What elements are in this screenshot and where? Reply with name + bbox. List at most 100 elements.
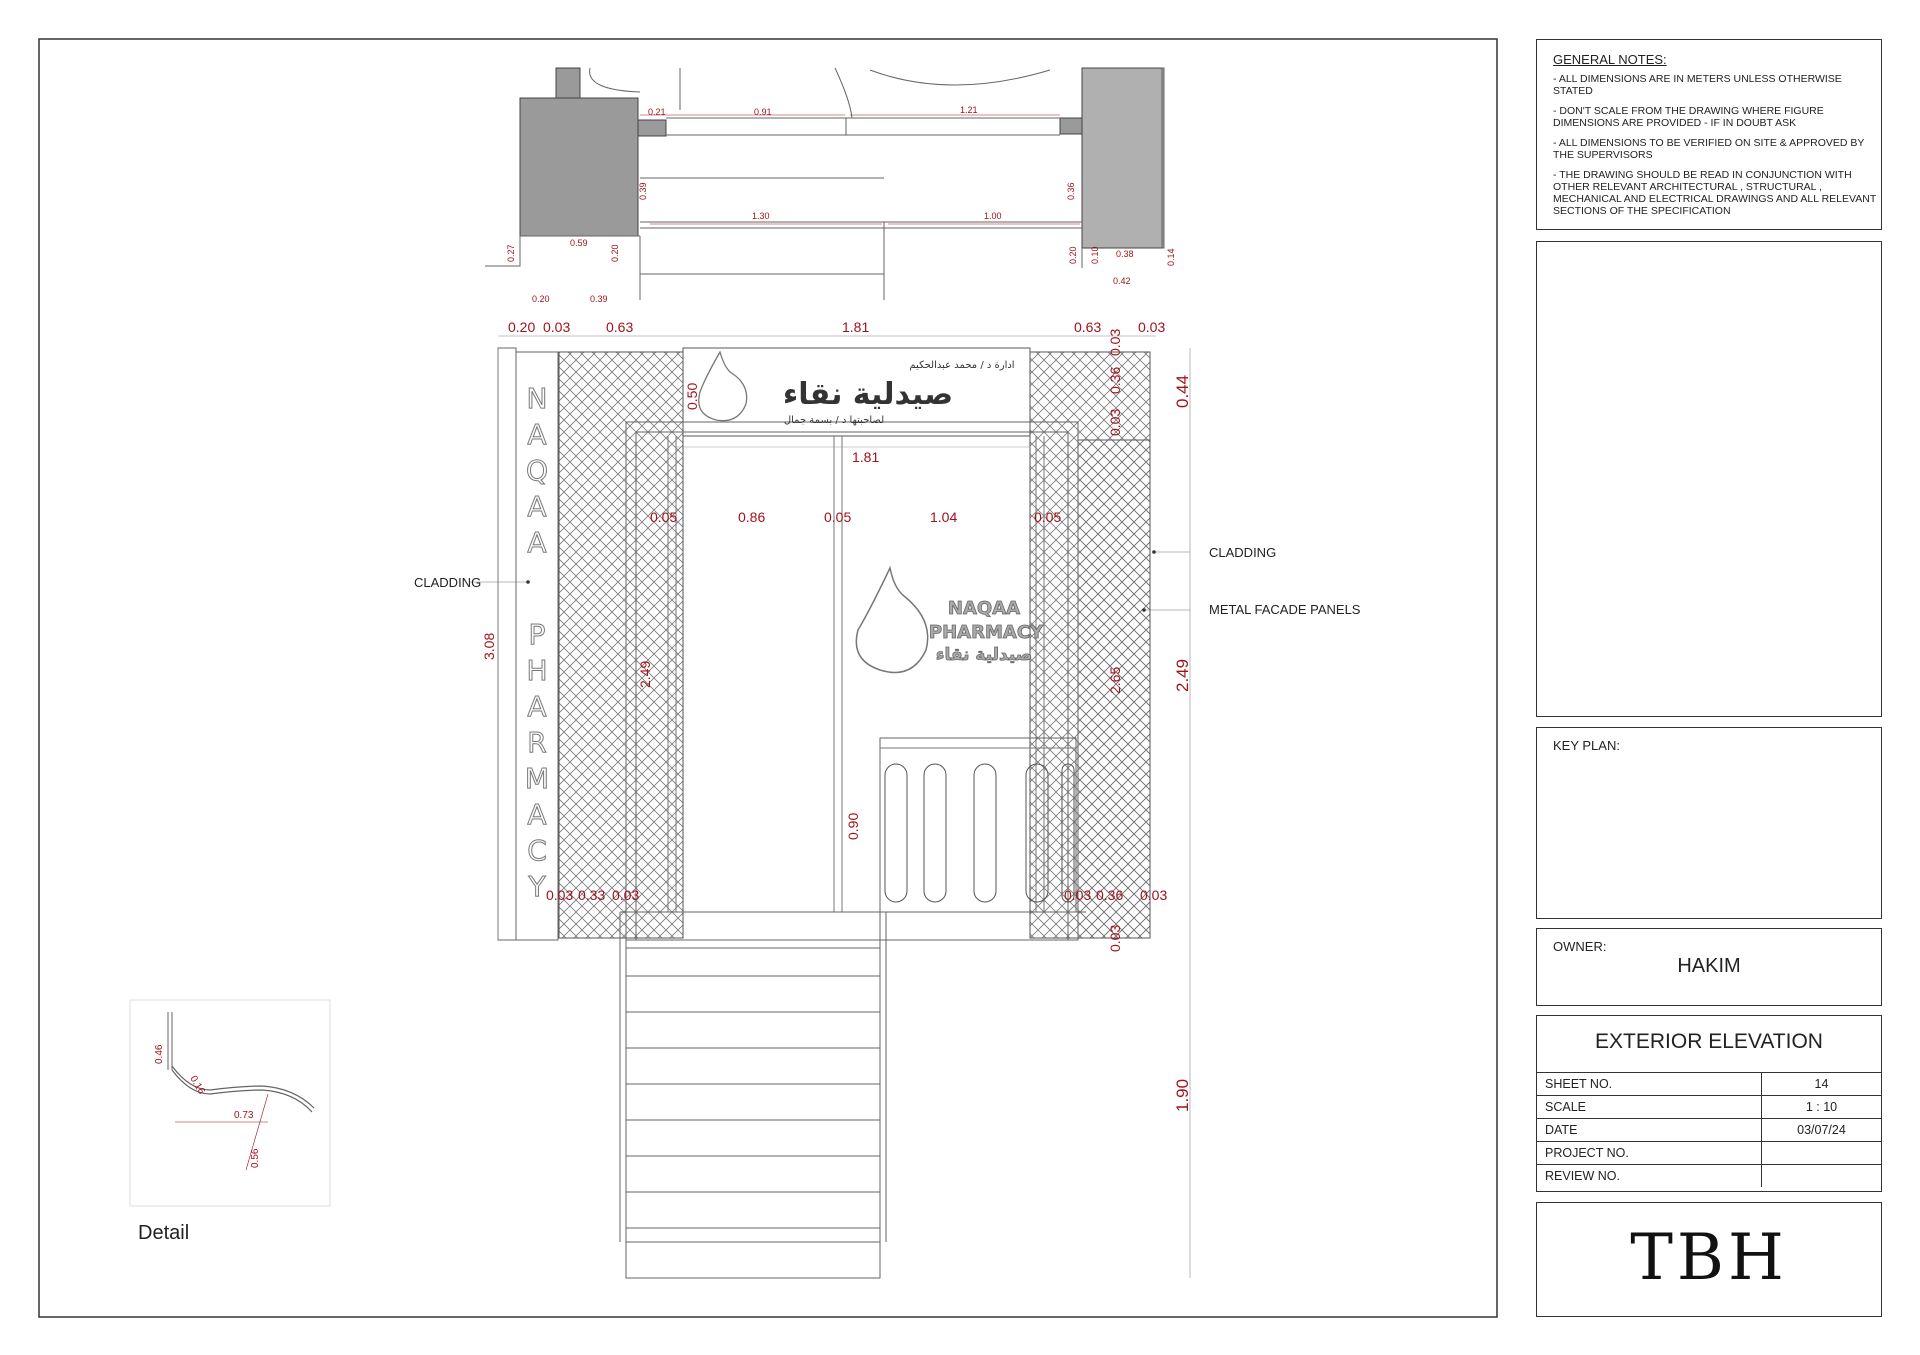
plan-dim-a: 0.21 bbox=[648, 107, 666, 117]
plan-dim-n: 0.42 bbox=[1113, 276, 1131, 286]
sheet-row-value: 1 : 10 bbox=[1760, 1095, 1881, 1119]
dim-right-stack-1: 0.03 bbox=[1107, 329, 1123, 356]
general-note: - DON'T SCALE FROM THE DRAWING WHERE FIG… bbox=[1553, 105, 1824, 129]
dim-base-left-2: 0.33 bbox=[578, 887, 605, 903]
sheet-row-label: SHEET NO. bbox=[1537, 1072, 1762, 1096]
sign-letter: H bbox=[526, 654, 547, 687]
dim-door-3: 0.05 bbox=[824, 509, 851, 525]
railing bbox=[879, 737, 1077, 913]
sheet-frame bbox=[38, 38, 1498, 1318]
general-note: - ALL DIMENSIONS ARE IN METERS UNLESS OT… bbox=[1553, 73, 1842, 97]
sign-letter: R bbox=[527, 726, 546, 759]
dim-top-3: 0.63 bbox=[606, 319, 633, 335]
vertical-sign-panel bbox=[515, 351, 559, 941]
sheet-row-label: DATE bbox=[1537, 1118, 1762, 1142]
dim-rail-height: 0.90 bbox=[845, 813, 861, 840]
general-notes-box: GENERAL NOTES: - ALL DIMENSIONS ARE IN M… bbox=[1536, 39, 1882, 230]
sheet-row-label: REVIEW NO. bbox=[1537, 1164, 1762, 1187]
dim-right-total: 2.49 bbox=[1173, 659, 1192, 692]
sign-letter: M bbox=[525, 762, 549, 795]
sign-letter: A bbox=[527, 418, 546, 451]
dim-door-height: 2.49 bbox=[637, 661, 653, 688]
signboard bbox=[682, 347, 1031, 437]
key-plan-label: KEY PLAN: bbox=[1553, 738, 1620, 753]
callout-metal-panels: METAL FACADE PANELS bbox=[1209, 602, 1361, 617]
sheet-row-value bbox=[1760, 1164, 1881, 1187]
general-notes-title: GENERAL NOTES: bbox=[1553, 52, 1667, 67]
elevation-dimensions: 0.20 0.03 0.63 1.81 0.63 0.03 1.81 0.50 … bbox=[481, 319, 1192, 1112]
dim-top-5: 0.63 bbox=[1074, 319, 1101, 335]
sheet-row-value: 03/07/24 bbox=[1760, 1118, 1881, 1142]
dim-panel-height: 2.65 bbox=[1107, 667, 1123, 694]
sign-letter: A bbox=[527, 690, 546, 723]
dim-top-2: 0.03 bbox=[543, 319, 570, 335]
sign-letter: A bbox=[527, 490, 546, 523]
left-pillar bbox=[519, 97, 639, 237]
door-logo: NAQAA PHARMACY صيدلية نقاء bbox=[929, 598, 1045, 666]
sheet-row-label: SCALE bbox=[1537, 1095, 1762, 1119]
door-logo-line3: صيدلية نقاء bbox=[936, 645, 1032, 665]
dim-sign-width: 1.81 bbox=[852, 449, 879, 465]
dim-right-stack-2: 0.36 bbox=[1107, 367, 1123, 394]
sign-letter: P bbox=[529, 618, 546, 651]
stairs bbox=[619, 911, 887, 1279]
dim-base-vertical: 0.03 bbox=[1107, 925, 1123, 952]
right-pillar bbox=[1081, 67, 1163, 249]
sheet-title: EXTERIOR ELEVATION bbox=[1595, 1030, 1823, 1053]
door-logo-line1: NAQAA bbox=[948, 598, 1020, 619]
detail-dim-4: 0.56 bbox=[250, 1148, 261, 1168]
dim-door-2: 0.86 bbox=[738, 509, 765, 525]
sign-letter: Y bbox=[527, 870, 546, 903]
plan-dim-b: 0.91 bbox=[754, 107, 772, 117]
plan-dim-j: 0.39 bbox=[590, 294, 608, 304]
dim-right-top: 0.44 bbox=[1173, 375, 1192, 408]
sign-top-line: ادارة د / محمد عبدالحكيم bbox=[909, 360, 1014, 371]
dim-door-5: 0.05 bbox=[1034, 509, 1061, 525]
plan-dim-h: 0.27 bbox=[506, 244, 516, 262]
plan-dim-q: 0.10 bbox=[1090, 246, 1100, 264]
plan-dim-o: 0.14 bbox=[1166, 248, 1176, 266]
plan-dimensions: 0.21 0.91 1.21 1.30 1.00 0.39 0.59 0.27 … bbox=[506, 105, 1176, 304]
dim-door-4: 1.04 bbox=[930, 509, 957, 525]
table-row: REVIEW NO. bbox=[1537, 1164, 1881, 1187]
dim-door-1: 0.05 bbox=[650, 509, 677, 525]
left-cladding bbox=[558, 351, 684, 939]
dim-base-left-3: 0.03 bbox=[612, 887, 639, 903]
dim-base-right-3: 0.03 bbox=[1140, 887, 1167, 903]
dim-base-left-1: 0.03 bbox=[546, 887, 573, 903]
dim-top-6: 0.03 bbox=[1138, 319, 1165, 335]
callout-cladding-left: CLADDING bbox=[414, 575, 481, 590]
logo-box: TBH bbox=[1536, 1202, 1882, 1317]
plan-dim-l: 0.36 bbox=[1066, 182, 1076, 200]
plan-dim-k: 0.20 bbox=[532, 294, 550, 304]
plan-dim-i: 0.20 bbox=[610, 244, 620, 262]
signboard-text: ادارة د / محمد عبدالحكيم صيدلية نقاء لصا… bbox=[783, 360, 1015, 426]
tbh-logo: TBH bbox=[1630, 1221, 1788, 1295]
owner-label: OWNER: bbox=[1553, 939, 1607, 954]
detail-dim-3: 0.73 bbox=[234, 1110, 254, 1121]
sign-main-title: صيدلية نقاء bbox=[783, 377, 953, 412]
plan-dim-f: 0.39 bbox=[638, 182, 648, 200]
detail-caption: Detail bbox=[138, 1222, 190, 1244]
general-note: - ALL DIMENSIONS TO BE VERIFIED ON SITE … bbox=[1553, 137, 1865, 161]
sign-letter: C bbox=[527, 834, 547, 867]
owner-name: HAKIM bbox=[1677, 955, 1741, 977]
plan-dim-p: 0.20 bbox=[1068, 246, 1078, 264]
detail-drawing bbox=[129, 999, 331, 1207]
plan-dim-d: 1.30 bbox=[752, 211, 770, 221]
owner-box: OWNER: HAKIM bbox=[1536, 928, 1882, 1006]
elevation bbox=[470, 335, 1191, 1279]
general-note: - THE DRAWING SHOULD BE READ IN CONJUNCT… bbox=[1553, 169, 1877, 217]
floor-plan bbox=[485, 67, 1165, 300]
table-row: SHEET NO.14 bbox=[1537, 1072, 1881, 1096]
sheet-row-value: 14 bbox=[1760, 1072, 1881, 1096]
sign-letter: A bbox=[527, 526, 546, 559]
blank-panel bbox=[1536, 241, 1882, 717]
table-row: PROJECT NO. bbox=[1537, 1141, 1881, 1165]
plan-dim-c: 1.21 bbox=[960, 105, 978, 115]
